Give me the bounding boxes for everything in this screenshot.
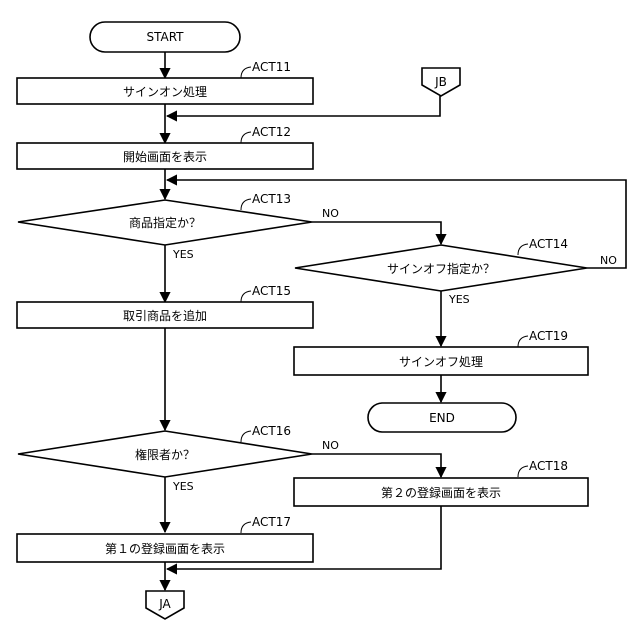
start-terminal: START [90, 22, 240, 52]
connector-ja: JA [146, 591, 184, 619]
connector-jb: JB [422, 68, 460, 96]
act15-label: 取引商品を追加 [123, 308, 207, 323]
arrow-act16-no [312, 454, 441, 477]
act15-process: 取引商品を追加 [17, 302, 313, 328]
act19-leader [518, 336, 528, 347]
act13-label: 商品指定か？ [129, 215, 201, 230]
act18-process: 第２の登録画面を表示 [294, 478, 588, 506]
act11-label: サインオン処理 [123, 85, 207, 99]
act17-tag: ACT17 [252, 515, 291, 529]
arrow-act13-no [312, 222, 441, 244]
act14-tag: ACT14 [529, 237, 568, 251]
act16-no-label: NO [322, 439, 339, 452]
act18-leader [518, 466, 528, 477]
act11-leader [241, 67, 251, 78]
act17-process: 第１の登録画面を表示 [17, 534, 313, 562]
act15-leader [241, 291, 251, 302]
step-tags: ACT11 ACT12 ACT13 ACT14 ACT15 ACT16 ACT1… [241, 60, 568, 533]
act14-no-label: NO [600, 254, 617, 267]
act16-yes-label: YES [172, 480, 194, 493]
act14-yes-label: YES [448, 293, 470, 306]
act16-tag: ACT16 [252, 424, 291, 438]
act12-tag: ACT12 [252, 125, 291, 139]
act18-tag: ACT18 [529, 459, 568, 473]
start-label: START [146, 30, 184, 44]
act13-tag: ACT13 [252, 192, 291, 206]
act18-label: 第２の登録画面を表示 [381, 485, 501, 500]
act19-process: サインオフ処理 [294, 347, 588, 375]
act11-process: サインオン処理 [17, 78, 313, 104]
act19-tag: ACT19 [529, 329, 568, 343]
act14-decision: サインオフ指定か？ [295, 245, 587, 291]
act16-label: 権限者か？ [135, 447, 195, 462]
end-terminal: END [368, 403, 516, 432]
end-label: END [429, 411, 455, 425]
act14-leader [518, 244, 528, 255]
act12-leader [241, 132, 251, 143]
act15-tag: ACT15 [252, 284, 291, 298]
act12-process: 開始画面を表示 [17, 143, 313, 169]
act11-tag: ACT11 [252, 60, 291, 74]
act13-yes-label: YES [172, 248, 194, 261]
act12-label: 開始画面を表示 [123, 150, 207, 164]
act16-leader [241, 431, 251, 442]
act13-decision: 商品指定か？ [18, 200, 312, 245]
connector-ja-label: JA [158, 597, 171, 611]
act13-no-label: NO [322, 207, 339, 220]
act14-label: サインオフ指定か？ [387, 261, 495, 276]
act17-leader [241, 522, 251, 533]
act19-label: サインオフ処理 [399, 355, 483, 369]
connector-jb-label: JB [434, 75, 447, 89]
act13-leader [241, 199, 251, 210]
act17-label: 第１の登録画面を表示 [105, 541, 225, 556]
